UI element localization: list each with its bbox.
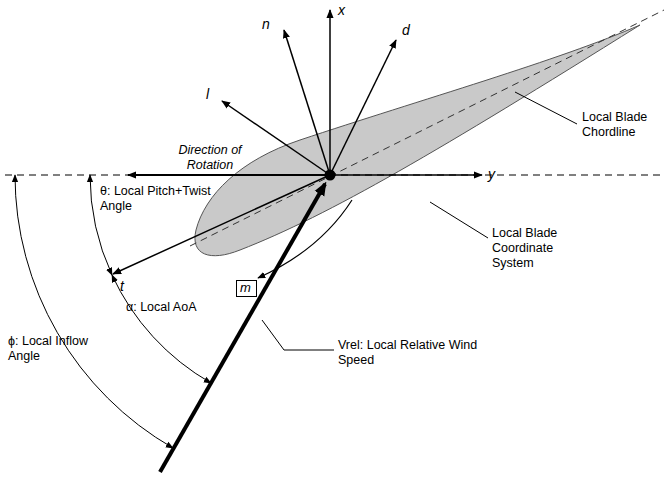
moment-box: m: [236, 280, 257, 297]
axis-label: x: [338, 2, 345, 19]
annotation-label: Local Blade Chordline: [582, 110, 664, 140]
axis-label: d: [402, 22, 410, 39]
moment-label: m: [240, 280, 251, 295]
annotation-label: θ: Local Pitch+Twist Angle: [100, 184, 218, 214]
annotation-label: α: Local AoA: [126, 300, 236, 315]
annotation-label: Direction of Rotation: [155, 143, 265, 173]
annotation-label: ϕ: Local Inflow Angle: [8, 334, 98, 364]
annotation-label: Vrel: Local Relative Wind Speed: [338, 338, 478, 368]
axis-label: l: [206, 86, 209, 103]
axis-label: y: [488, 166, 495, 183]
axis-label: t: [120, 278, 124, 295]
annotation-label: Local Blade Coordinate System: [492, 226, 584, 271]
axis-label: n: [262, 16, 270, 33]
